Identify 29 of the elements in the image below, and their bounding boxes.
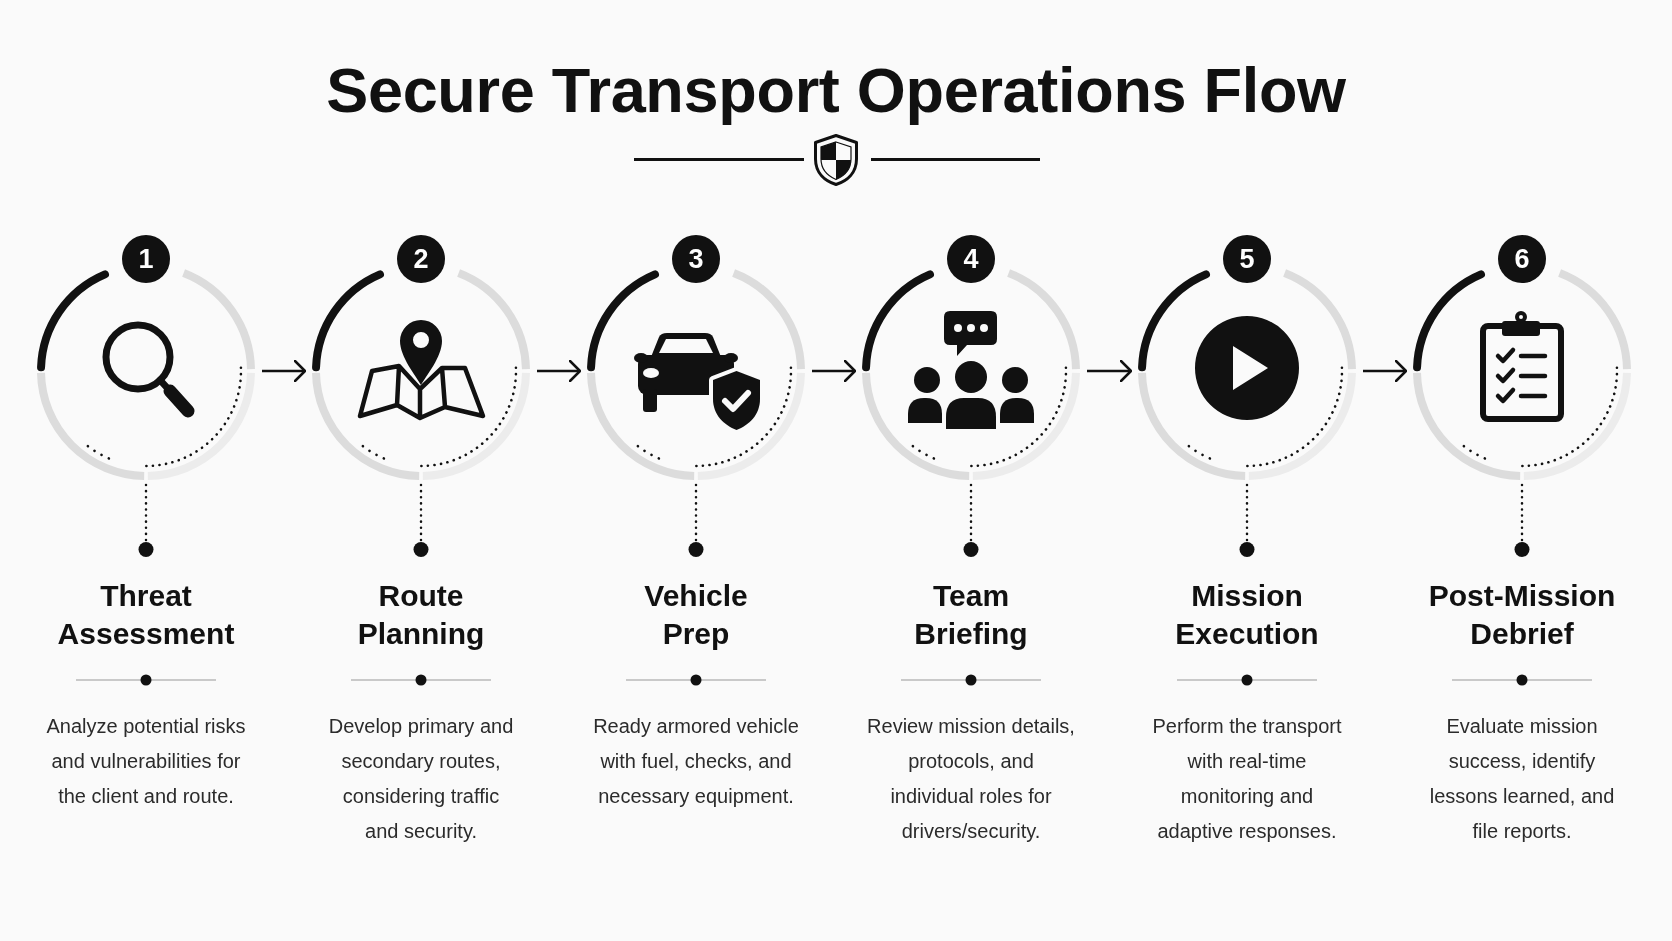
arrow	[262, 359, 307, 383]
dotted-line-with-dot	[688, 483, 704, 559]
step-title: Route Planning	[356, 578, 486, 652]
step-number: 4	[947, 235, 995, 283]
step-description: Review mission details, protocols, and individual roles for drivers/security.	[866, 714, 1076, 844]
step-title: Vehicle Prep	[643, 578, 749, 652]
step-description: Develop primary and secondary routes, considering traffic and security.	[327, 714, 515, 844]
step-number: 2	[397, 235, 445, 283]
step-title: Team Briefing	[913, 578, 1029, 652]
step-description: Analyze potential risks and vulnerabilities for the client and route.	[45, 714, 247, 809]
step-number: 6	[1498, 235, 1546, 283]
step-title: Mission Execution	[1174, 578, 1320, 652]
step-number: 1	[122, 235, 170, 283]
step-title: Threat Assessment	[56, 578, 236, 652]
dotted-line-with-dot	[413, 483, 429, 559]
arrow	[537, 359, 582, 383]
dotted-line-with-dot	[1514, 483, 1530, 559]
arrow	[1363, 359, 1408, 383]
step-number: 5	[1223, 235, 1271, 283]
step-description: Perform the transport with real-time monitoring and adaptive responses.	[1151, 714, 1343, 844]
step-description: Evaluate mission success, identify lessons learned, and file reports.	[1428, 714, 1616, 844]
step-title: Post-Mission Debrief	[1427, 578, 1617, 652]
dotted-line-with-dot	[1239, 483, 1255, 559]
dotted-line-with-dot	[963, 483, 979, 559]
arrow	[1087, 359, 1133, 383]
dotted-line-with-dot	[138, 483, 154, 559]
step-number: 3	[672, 235, 720, 283]
arrow	[812, 359, 857, 383]
step-description: Ready armored vehicle with fuel, checks, and necessary equipment.	[592, 714, 800, 809]
